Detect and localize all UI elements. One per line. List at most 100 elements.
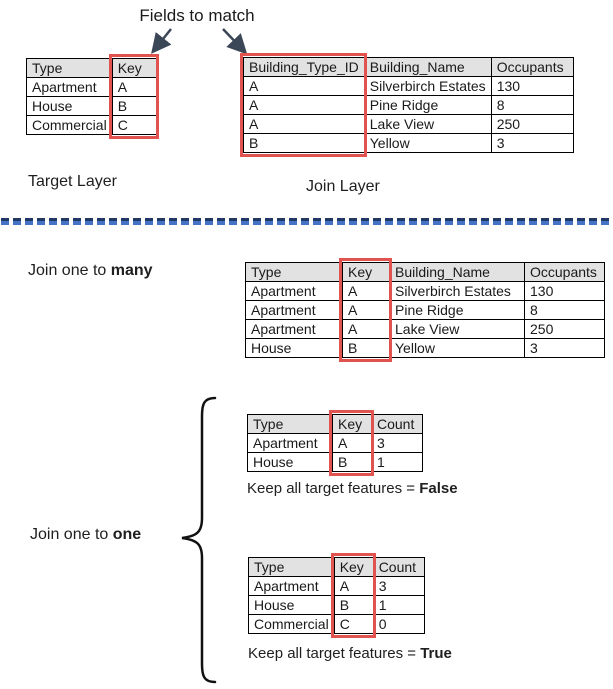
fields-to-match-arrows <box>151 28 248 55</box>
target-layer-label: Target Layer <box>28 173 117 190</box>
join-one-to-many-prefix: Join one to <box>28 262 111 279</box>
table-cell: 3 <box>372 576 425 596</box>
column-header: Key <box>342 262 390 282</box>
column-header: Building_Type_ID <box>243 57 365 77</box>
table-cell: 250 <box>490 114 574 134</box>
table-cell: A <box>243 95 365 115</box>
table-cell: A <box>332 433 372 453</box>
curly-brace-icon <box>181 396 217 684</box>
table-cell: 3 <box>524 338 605 358</box>
table-cell: B <box>332 452 372 472</box>
table-cell: 8 <box>524 300 605 320</box>
column-header: Building_Name <box>363 57 492 77</box>
table-cell: Yellow <box>389 338 525 358</box>
table-cell: Apartment <box>247 433 333 453</box>
keep-true-caption: Keep all target features = True <box>248 645 452 662</box>
table-cell: A <box>111 77 157 97</box>
table-cell: B <box>333 595 374 615</box>
table-cell: Apartment <box>26 77 113 97</box>
column-header: Type <box>26 58 113 78</box>
table-cell: A <box>243 114 365 134</box>
table-cell: Yellow <box>363 133 492 153</box>
table-cell: Pine Ridge <box>363 95 492 115</box>
arrow-to-target-key-icon <box>151 28 172 54</box>
table-cell: House <box>245 338 343 358</box>
table-cell: Pine Ridge <box>389 300 525 320</box>
table-cell: A <box>243 76 365 96</box>
join-one-to-many-bold: many <box>110 262 153 279</box>
table-cell: 3 <box>371 433 423 453</box>
table-cell: A <box>342 319 390 339</box>
column-header: Key <box>333 557 374 577</box>
table-cell: 250 <box>524 319 605 339</box>
table-cell: Commercial <box>248 614 335 634</box>
join-one-to-one-label: Join one to one <box>30 526 141 544</box>
keep-true-prefix: Keep all target features = <box>248 645 421 662</box>
column-header: Occupants <box>490 57 574 77</box>
join-one-to-one-bold: one <box>112 526 142 543</box>
column-header: Type <box>248 557 335 577</box>
table-cell: C <box>333 614 374 634</box>
keep-false-bold: False <box>419 480 458 497</box>
table-cell: Apartment <box>248 576 335 596</box>
column-header: Type <box>247 414 333 434</box>
table-cell: 3 <box>490 133 574 153</box>
join-one-to-one-prefix: Join one to <box>30 526 113 543</box>
table-cell: A <box>333 576 374 596</box>
table-cell: A <box>342 281 390 301</box>
table-cell: 1 <box>371 452 423 472</box>
table-cell: 8 <box>490 95 574 115</box>
table-cell: 0 <box>372 614 425 634</box>
table-cell: B <box>111 96 157 116</box>
fields-to-match-label: Fields to match <box>139 6 255 25</box>
table-cell: House <box>26 96 113 116</box>
table-cell: C <box>111 115 157 135</box>
keep-false-caption: Keep all target features = False <box>247 480 458 497</box>
table-cell: Apartment <box>245 300 343 320</box>
table-cell: B <box>342 338 390 358</box>
dashed-divider <box>0 218 613 225</box>
arrow-to-join-key-icon <box>222 28 248 55</box>
table-cell: 130 <box>490 76 574 96</box>
table-cell: House <box>247 452 333 472</box>
keep-false-prefix: Keep all target features = <box>247 480 420 497</box>
join-layer-label: Join Layer <box>306 178 380 195</box>
table-cell: 1 <box>372 595 425 615</box>
table-cell: Apartment <box>245 281 343 301</box>
column-header: Building_Name <box>389 262 525 282</box>
column-header: Count <box>372 557 425 577</box>
join-one-to-many-label: Join one to many <box>28 262 153 280</box>
table-cell: Lake View <box>389 319 525 339</box>
table-cell: Commercial <box>26 115 113 135</box>
table-cell: Apartment <box>245 319 343 339</box>
table-cell: House <box>248 595 335 615</box>
keep-true-bold: True <box>420 645 452 662</box>
column-header: Type <box>245 262 343 282</box>
